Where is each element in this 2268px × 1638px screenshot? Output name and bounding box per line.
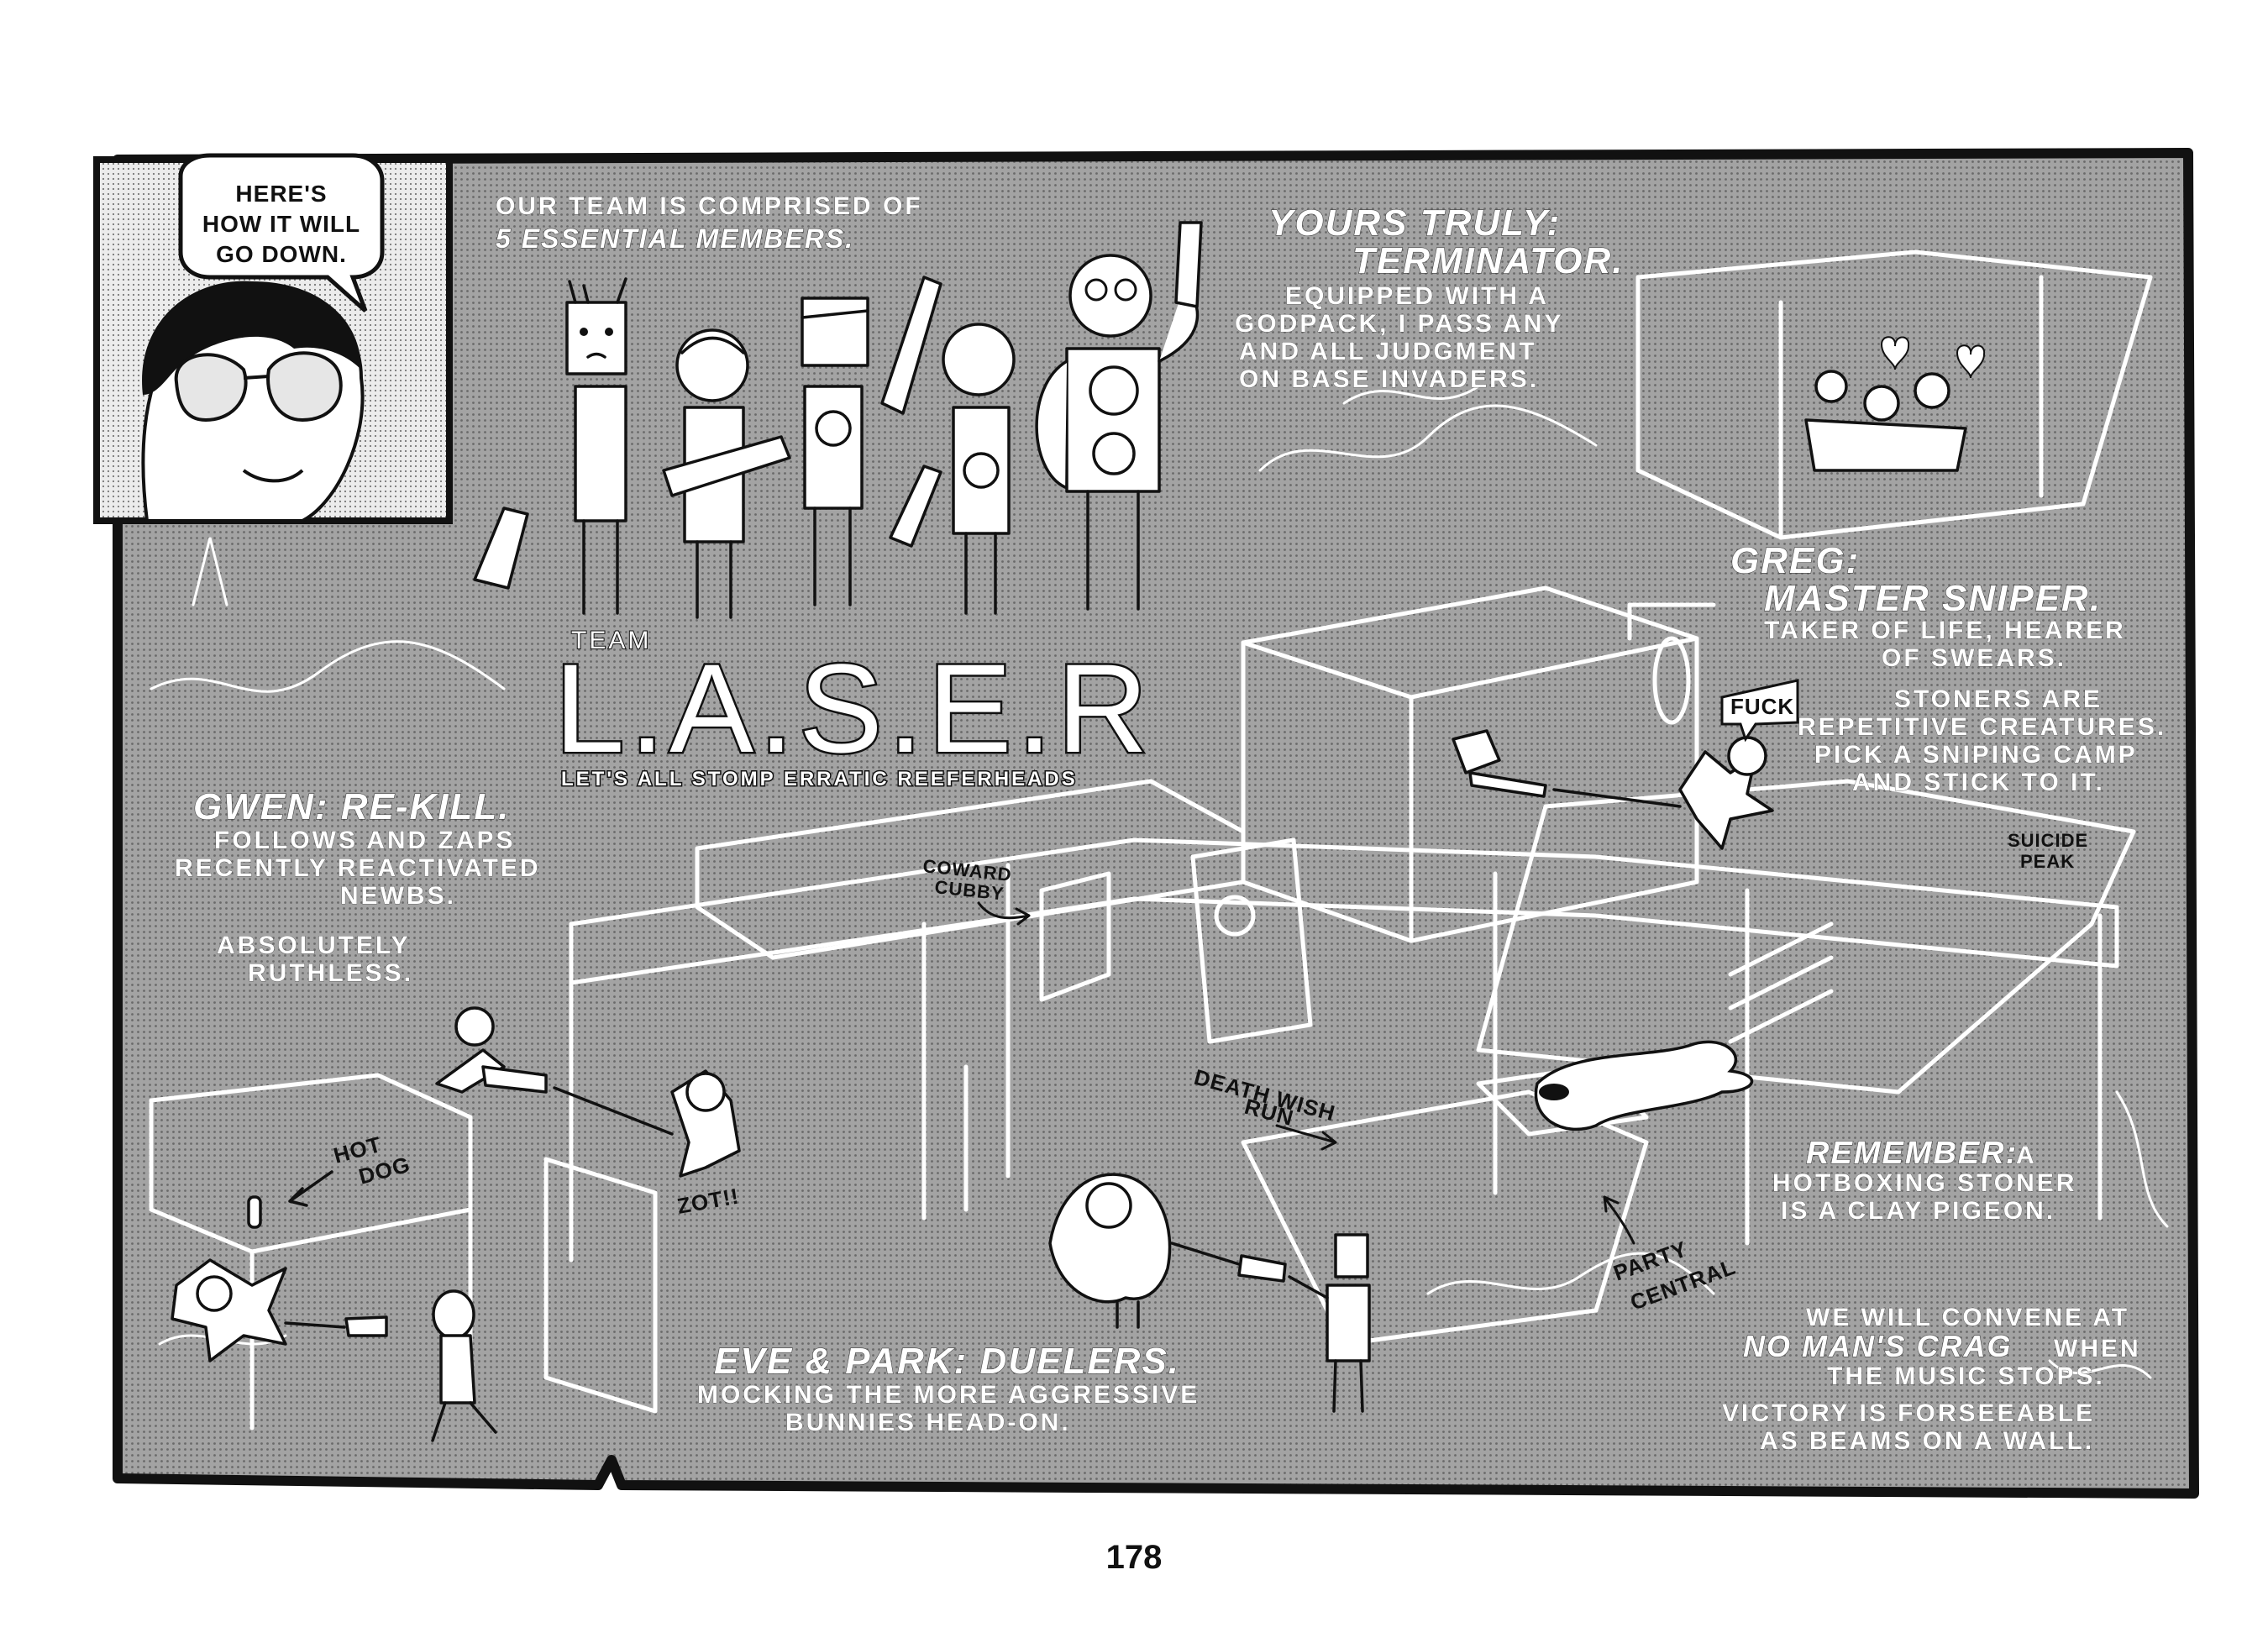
convene-place: NO MAN'S CRAG bbox=[1743, 1329, 2013, 1363]
victory-line-2: AS BEAMS ON A WALL. bbox=[1760, 1427, 2094, 1455]
yours-truly-caption: YOURS TRULY: TERMINATOR. EQUIPPED WITH A… bbox=[1235, 202, 1624, 393]
puddle-figure bbox=[1534, 1040, 1754, 1131]
team-member-2 bbox=[662, 328, 791, 619]
gwen-caption: GWEN: RE-KILL. FOLLOWS AND ZAPS RECENTLY… bbox=[175, 785, 541, 987]
greg-tip-2: REPETITIVE CREATURES. bbox=[1798, 713, 2166, 741]
greg-title-1: GREG: bbox=[1730, 540, 1860, 581]
team-member-5 bbox=[1035, 221, 1203, 611]
convene-caption: WE WILL CONVENE AT NO MAN'S CRAG WHEN TH… bbox=[1722, 1304, 2141, 1456]
intro-line-2: 5 ESSENTIAL MEMBERS. bbox=[496, 223, 854, 254]
gwen-scene: ZOT!! bbox=[435, 1006, 741, 1219]
speech-line-3: GO DOWN. bbox=[216, 241, 347, 267]
greg-line-1: TAKER OF LIFE, HEARER bbox=[1764, 617, 2126, 644]
eve-park-title: EVE & PARK: DUELERS. bbox=[714, 1341, 1180, 1382]
team-member-3 bbox=[801, 276, 942, 606]
eve-park-line-1: MOCKING THE MORE AGGRESSIVE bbox=[697, 1381, 1200, 1409]
team-logo: TEAM L.A.S.E.R LET'S ALL STOMP ERRATIC R… bbox=[553, 626, 1153, 792]
gwen-tip-1: ABSOLUTELY bbox=[217, 932, 411, 959]
convene-line-1: WE WILL CONVENE AT bbox=[1806, 1304, 2129, 1331]
convene-line-3: THE MUSIC STOPS. bbox=[1827, 1362, 2105, 1390]
team-member-4 bbox=[889, 323, 1016, 615]
greg-line-2: OF SWEARS. bbox=[1882, 644, 2066, 672]
remember-line-2: IS A CLAY PIGEON. bbox=[1781, 1197, 2055, 1225]
narrator-panel: HERE'S HOW IT WILL GO DOWN. bbox=[93, 153, 453, 524]
gwen-line-1: FOLLOWS AND ZAPS bbox=[214, 827, 516, 854]
remember-rest: A bbox=[2016, 1142, 2037, 1169]
hot-dog-scene: HOT DOG bbox=[171, 1131, 497, 1442]
suicide-peak-label-1: SUICIDE bbox=[2008, 830, 2088, 851]
team-member-1 bbox=[473, 277, 627, 615]
intro-line-1: OUR TEAM IS COMPRISED OF bbox=[496, 192, 923, 220]
intro-caption: OUR TEAM IS COMPRISED OF 5 ESSENTIAL MEM… bbox=[495, 192, 923, 255]
yours-truly-line-4: ON BASE INVADERS. bbox=[1239, 365, 1539, 393]
suicide-peak-label-2: PEAK bbox=[2020, 851, 2075, 872]
greg-sfx: FUCK bbox=[1730, 694, 1794, 719]
remember-line-1: HOTBOXING STONER bbox=[1772, 1169, 2076, 1197]
greg-sniper-scene: FUCK bbox=[1452, 679, 1799, 850]
duelers-scene bbox=[1048, 1173, 1371, 1413]
gwen-title: GWEN: RE-KILL. bbox=[193, 786, 511, 827]
team-members bbox=[473, 221, 1203, 619]
eve-park-caption: EVE & PARK: DUELERS. MOCKING THE MORE AG… bbox=[697, 1340, 1200, 1436]
yours-truly-line-3: AND ALL JUDGMENT bbox=[1239, 338, 1537, 365]
page-number: 178 bbox=[1105, 1539, 1163, 1576]
yours-truly-title-2: TERMINATOR. bbox=[1352, 240, 1624, 281]
gwen-line-3: NEWBS. bbox=[340, 882, 456, 910]
team-name: L.A.S.E.R bbox=[554, 638, 1153, 779]
remember-title: REMEMBER: bbox=[1806, 1136, 2018, 1171]
greg-tip-3: PICK A SNIPING CAMP bbox=[1814, 741, 2138, 769]
greg-title-2: MASTER SNIPER. bbox=[1764, 578, 2102, 619]
yours-truly-title-1: YOURS TRULY: bbox=[1268, 202, 1561, 244]
narrator-figure bbox=[141, 281, 365, 522]
greg-caption: GREG: MASTER SNIPER. TAKER OF LIFE, HEAR… bbox=[1730, 539, 2166, 796]
gwen-tip-2: RUTHLESS. bbox=[248, 959, 413, 987]
speech-line-1: HERE'S bbox=[235, 181, 327, 207]
team-tagline: LET'S ALL STOMP ERRATIC REEFERHEADS bbox=[561, 768, 1078, 790]
speech-line-2: HOW IT WILL bbox=[202, 211, 360, 237]
remember-caption: REMEMBER: A HOTBOXING STONER IS A CLAY P… bbox=[1772, 1135, 2076, 1225]
yours-truly-line-2: GODPACK, I PASS ANY bbox=[1235, 310, 1563, 338]
blueprint-map bbox=[133, 249, 2169, 1431]
convene-line-2: WHEN bbox=[2054, 1335, 2141, 1362]
greg-tip-1: STONERS ARE bbox=[1894, 685, 2103, 713]
victory-line-1: VICTORY IS FORSEEABLE bbox=[1722, 1399, 2095, 1427]
hiding-stoners-scene bbox=[1804, 336, 1986, 472]
yours-truly-line-1: EQUIPPED WITH A bbox=[1285, 282, 1549, 310]
greg-tip-4: AND STICK TO IT. bbox=[1852, 769, 2105, 796]
gwen-line-2: RECENTLY REACTIVATED bbox=[175, 854, 541, 882]
eve-park-line-2: BUNNIES HEAD-ON. bbox=[785, 1409, 1071, 1436]
speech-bubble: HERE'S HOW IT WILL GO DOWN. bbox=[178, 153, 385, 312]
team-prefix: TEAM bbox=[571, 627, 651, 654]
